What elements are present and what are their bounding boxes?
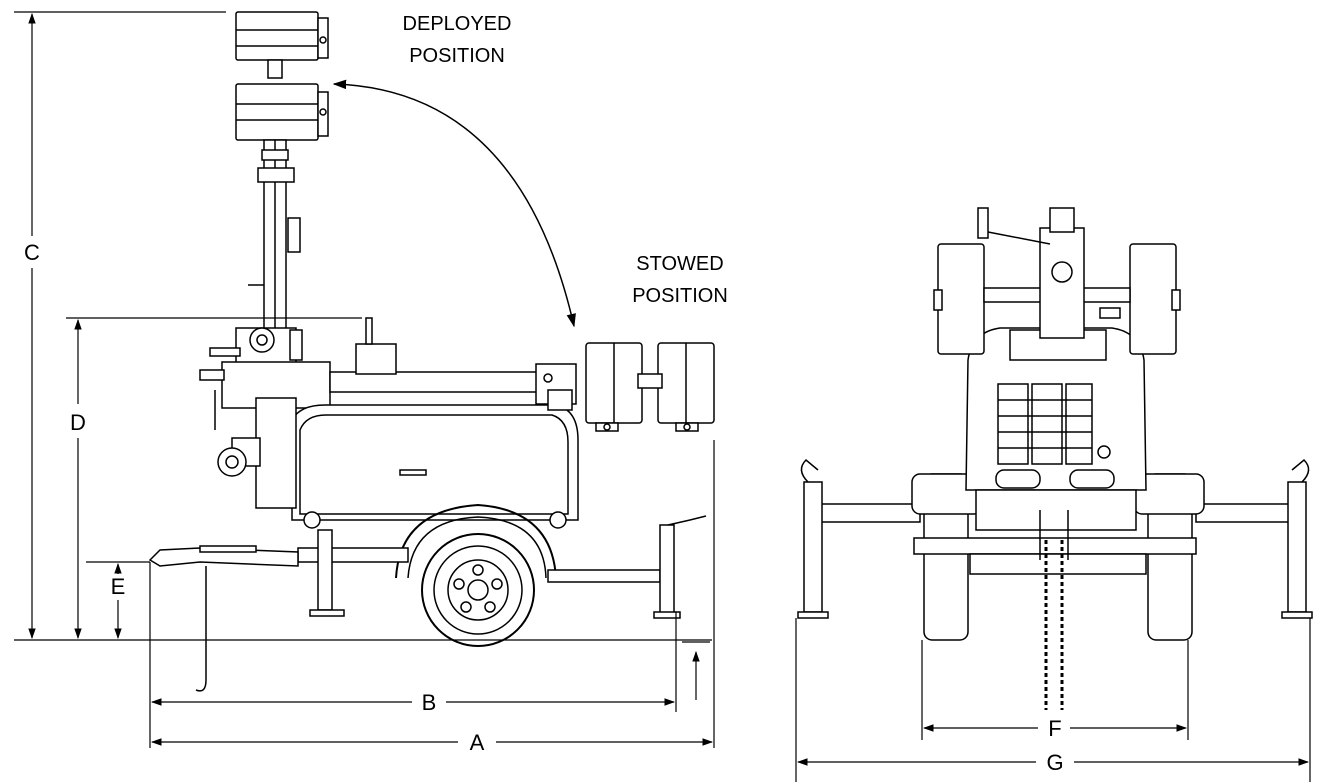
stowed-label-line2: POSITION bbox=[632, 285, 728, 307]
deployed-lamp-lower bbox=[235, 83, 329, 141]
generator-enclosure bbox=[255, 389, 579, 529]
stowed-lamp-right bbox=[637, 342, 715, 432]
deployed-lamp-upper bbox=[235, 11, 329, 79]
safety-chain bbox=[195, 566, 207, 692]
stowed-label-line1: STOWED bbox=[636, 253, 723, 275]
telescoping-mast bbox=[248, 139, 301, 341]
rear-mast-head bbox=[977, 207, 1131, 339]
rear-bumper bbox=[913, 510, 1197, 575]
dimension-label-b: B bbox=[422, 690, 437, 715]
deploy-swing-arc bbox=[332, 79, 576, 328]
dimension-label-c: C bbox=[24, 240, 40, 265]
rear-safety-chains bbox=[1044, 540, 1064, 710]
trailer-wheel bbox=[395, 503, 557, 647]
outrigger-left bbox=[797, 458, 921, 619]
rear-view-light-tower bbox=[797, 207, 1313, 710]
side-view-light-tower bbox=[148, 11, 715, 692]
caster-wheel bbox=[217, 437, 261, 477]
rear-lamp-left bbox=[933, 243, 985, 355]
mast-winch bbox=[209, 327, 303, 365]
dimension-label-g: G bbox=[1046, 750, 1063, 775]
side-view-dimension-lines bbox=[14, 11, 715, 748]
dimension-label-d: D bbox=[70, 410, 86, 435]
outrigger-right bbox=[1195, 458, 1313, 619]
rear-view-dimension-lines bbox=[795, 618, 1311, 782]
deployed-label-line2: POSITION bbox=[409, 45, 505, 67]
dimension-label-f: F bbox=[1048, 716, 1061, 741]
dimension-label-e: E bbox=[111, 574, 126, 599]
trailer-frame bbox=[148, 515, 707, 619]
dimension-label-a: A bbox=[470, 730, 485, 755]
rear-enclosure bbox=[965, 327, 1147, 531]
deployed-label-line1: DEPLOYED bbox=[403, 13, 512, 35]
stowed-lamp-left bbox=[585, 342, 643, 432]
rear-lamp-right bbox=[1129, 243, 1181, 355]
